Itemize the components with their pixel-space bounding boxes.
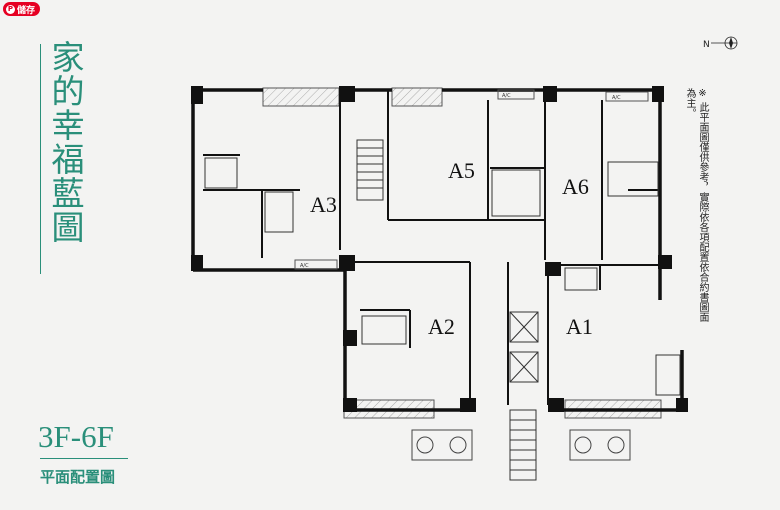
unit-label-a6: A6 [562, 174, 589, 199]
floor-range: 3F-6F [38, 419, 114, 454]
compass-icon: N [703, 36, 738, 50]
unit-label-a3: A3 [310, 192, 337, 217]
plan-label: 平面配置圖 [40, 468, 116, 486]
compass-letter: N [703, 40, 710, 50]
disclaimer-note: ※ 此平面圖僅供參考，實際依各項配置依合約書圖面為主。 [684, 88, 708, 323]
svg-text:A/C: A/C [502, 93, 511, 99]
balconies [262, 87, 662, 419]
page-title: 家的幸福藍圖 [46, 40, 85, 244]
svg-text:A/C: A/C [300, 263, 309, 269]
inner-walls [203, 90, 660, 405]
floor-rule [40, 458, 128, 459]
walls [191, 88, 684, 412]
ac-units: A/C A/C A/C [294, 89, 649, 270]
bathrooms [204, 157, 681, 396]
pin-icon: P [6, 4, 15, 14]
unit-label-a1: A1 [566, 314, 593, 339]
unit-label-a5: A5 [448, 158, 475, 183]
save-pin-button[interactable]: P 儲存 [3, 2, 41, 16]
svg-text:A/C: A/C [612, 95, 621, 101]
planters [411, 429, 631, 461]
unit-label-a2: A2 [428, 314, 455, 339]
save-label: 儲存 [17, 5, 36, 16]
columns [191, 86, 688, 412]
title-rule [40, 44, 41, 274]
stair-core [356, 139, 539, 481]
